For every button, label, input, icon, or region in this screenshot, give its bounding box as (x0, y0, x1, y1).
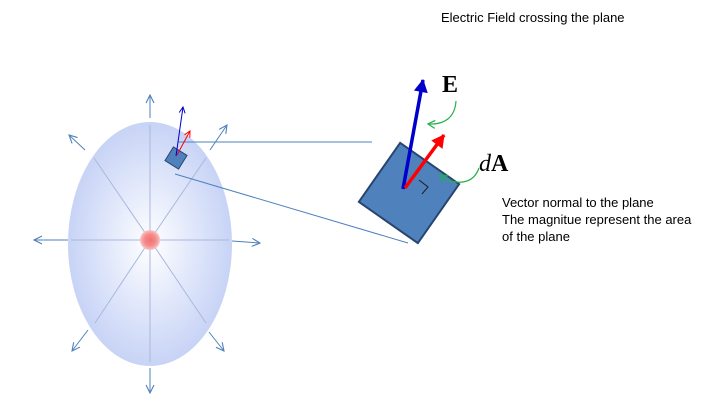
small-area-vector (176, 131, 190, 156)
zoom-connector-lines (174, 141, 409, 244)
enlarged-plane (357, 141, 461, 245)
description-line: Vector normal to the plane (502, 195, 654, 210)
area-vector-label: dA (479, 151, 508, 178)
area-vector-da (403, 133, 446, 190)
small-field-vector (175, 107, 183, 157)
area-label-d: d (479, 151, 491, 177)
field-arrow-down-left (72, 329, 89, 351)
description-line: The magnitue represent the area (502, 212, 692, 227)
internal-field-lines (71, 125, 229, 362)
right-angle-mark (418, 179, 429, 195)
external-field-arrows (34, 95, 260, 393)
field-arrow-right (231, 241, 260, 243)
area-label-a: A (491, 151, 509, 177)
callout-da (439, 167, 480, 183)
callout-e (426, 100, 457, 129)
field-vector-label: E (442, 72, 459, 98)
diagram-title: Electric Field crossing the plane (441, 10, 625, 25)
small-area-patch (164, 146, 188, 170)
field-arrow-up-right (209, 125, 227, 151)
field-vector-e (401, 79, 428, 190)
point-charge (140, 230, 160, 250)
area-vector-description: Vector normal to the plane The magnitue … (502, 194, 691, 245)
field-arrow-down-right (208, 331, 224, 351)
description-line: of the plane (502, 229, 570, 244)
field-arrow-up-left (69, 135, 86, 151)
